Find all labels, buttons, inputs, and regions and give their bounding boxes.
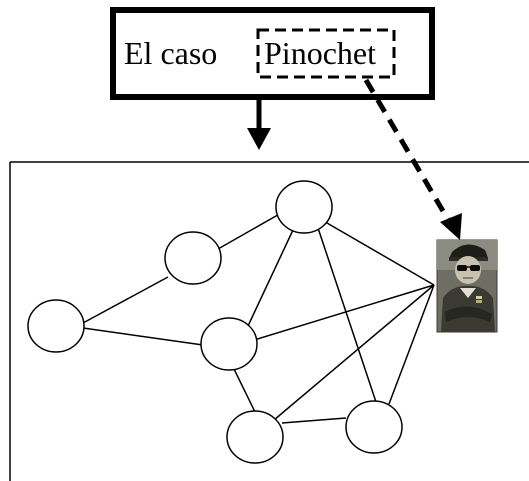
dashed-arrow-head	[440, 213, 462, 240]
edge	[233, 368, 257, 415]
graph-node	[226, 410, 284, 464]
edge	[317, 227, 377, 403]
graph-edges	[82, 211, 435, 424]
graph-nodes	[27, 180, 403, 464]
dashed-arrow-shaft	[363, 78, 453, 225]
edge	[217, 211, 284, 250]
solid-arrow-head	[247, 128, 271, 150]
graph-node	[200, 317, 258, 371]
graph-node	[345, 400, 403, 454]
highlight-box	[256, 28, 396, 79]
edge	[82, 327, 204, 346]
edge	[247, 229, 294, 327]
graph-node	[275, 180, 333, 234]
edge	[388, 284, 435, 405]
graph-node	[164, 231, 222, 285]
edge	[281, 417, 347, 424]
edge	[82, 276, 169, 324]
person-photo	[436, 239, 498, 333]
highlighted-word: Pinochet	[264, 35, 376, 71]
graph-node	[27, 299, 85, 353]
title-box	[110, 7, 435, 100]
edge	[273, 284, 435, 421]
edge	[253, 284, 435, 341]
edge	[326, 222, 435, 286]
title-prefix: El caso	[124, 35, 217, 71]
